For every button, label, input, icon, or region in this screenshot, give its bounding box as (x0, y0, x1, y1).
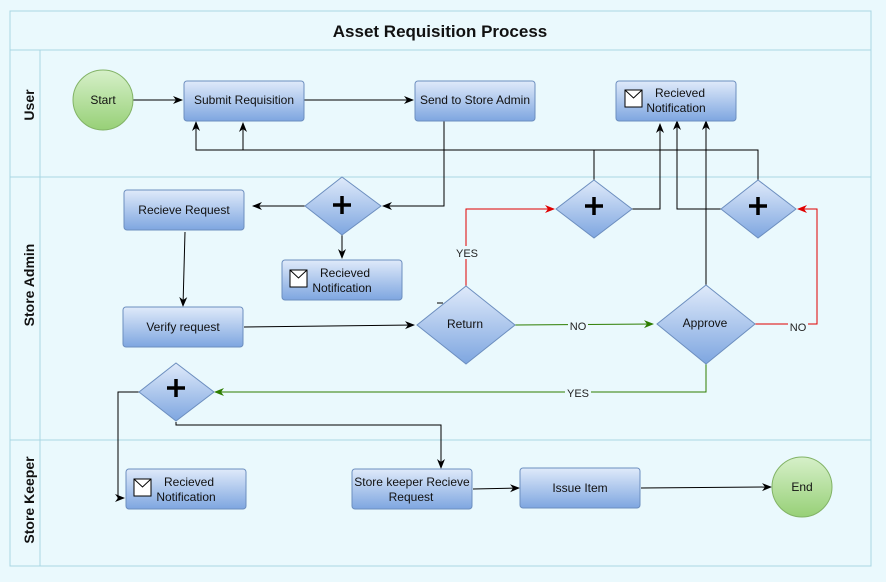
parallel-gateway-1[interactable] (304, 176, 382, 236)
edge-labels: YES NO NO YES (455, 246, 808, 400)
verify-request-label: Verify request (146, 320, 220, 334)
keeper-notification-label-line2: Notification (156, 490, 215, 504)
edge-approve-no (755, 205, 818, 325)
plus-icon (749, 197, 767, 215)
submit-requisition-task[interactable]: Submit Requisition (183, 80, 305, 122)
parallel-gateway-3[interactable] (720, 179, 797, 239)
envelope-icon (289, 269, 308, 288)
recieve-request-label: Recieve Request (138, 203, 230, 217)
lane-user-title: User (21, 89, 37, 121)
keeper-recieve-label-line2: Request (389, 490, 434, 504)
keeper-recieve-request-task[interactable]: Store keeper Recieve Request (351, 468, 473, 510)
issue-item-label: Issue Item (552, 481, 607, 495)
keeper-notification-task[interactable]: Recieved Notification (125, 468, 247, 510)
edge-return-yes (465, 205, 555, 288)
approve-decision[interactable]: Approve (656, 284, 756, 365)
diagram-title: Asset Requisition Process (333, 22, 547, 41)
admin-notification-task[interactable]: Recieved Notification (281, 259, 403, 301)
user-notification-label-line2: Notification (646, 101, 705, 115)
edge-verify-return (243, 321, 415, 330)
end-label: End (791, 480, 812, 494)
edge-label-return-no: NO (570, 321, 587, 333)
parallel-gateway-2[interactable] (555, 179, 633, 239)
parallel-gateway-4[interactable] (138, 362, 215, 422)
plus-icon (167, 379, 185, 397)
edge-recieve-verify (179, 231, 188, 307)
plus-icon (333, 196, 351, 214)
edge-label-return-yes: YES (456, 248, 478, 260)
edge-label-approve-yes: YES (567, 388, 589, 400)
edge-label-approve-no: NO (790, 322, 807, 334)
send-to-store-admin-label: Send to Store Admin (420, 93, 530, 107)
plus-icon (585, 197, 603, 215)
envelope-icon (624, 89, 643, 108)
recieve-request-task[interactable]: Recieve Request (123, 189, 245, 231)
user-notification-task[interactable]: Recieved Notification (615, 80, 737, 122)
admin-notification-label-line1: Recieved (320, 266, 370, 280)
user-notification-label-line1: Recieved (655, 86, 705, 100)
lane-store-keeper-title: Store Keeper (21, 456, 37, 544)
lane-store-admin-title: Store Admin (21, 244, 37, 327)
envelope-icon (133, 478, 152, 497)
start-label: Start (90, 93, 116, 107)
edge-gateway4-keeper-notification (115, 391, 139, 502)
start-event[interactable]: Start (72, 69, 134, 131)
edges (115, 96, 818, 502)
submit-requisition-label: Submit Requisition (194, 93, 294, 107)
edge-approve-yes (214, 364, 707, 396)
edge-gateway2-user-notification (632, 123, 664, 210)
keeper-notification-label-line1: Recieved (164, 475, 214, 489)
edge-gateway3-submit (192, 121, 759, 180)
send-to-store-admin-task[interactable]: Send to Store Admin (414, 80, 536, 122)
edge-gateway4-keeper-recieve (175, 422, 445, 469)
verify-request-task[interactable]: Verify request (122, 306, 244, 348)
admin-notification-label-line2: Notification (312, 281, 371, 295)
return-label: Return (447, 317, 483, 331)
end-event[interactable]: End (771, 456, 833, 518)
edge-send-gateway1 (382, 120, 445, 210)
edge-keeper-issue (472, 484, 520, 493)
approve-label: Approve (683, 316, 728, 330)
return-decision[interactable]: Return (416, 285, 516, 365)
issue-item-task[interactable]: Issue Item (519, 467, 641, 509)
keeper-recieve-label-line1: Store keeper Recieve (354, 475, 470, 489)
edge-issue-end (640, 483, 772, 492)
